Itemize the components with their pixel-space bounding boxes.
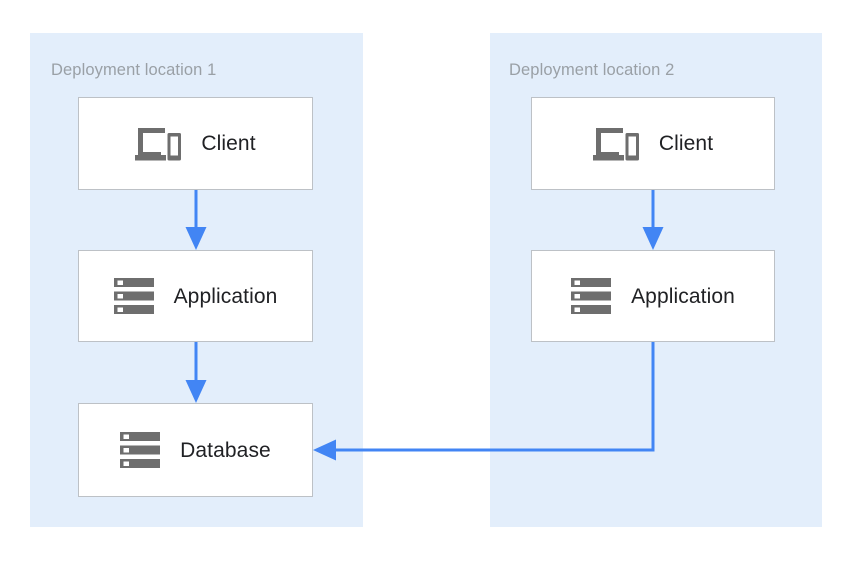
node-client-2[interactable]: Client — [531, 97, 775, 190]
client-devices-icon — [135, 125, 182, 163]
zone-title-deployment-location-1: Deployment location 1 — [51, 61, 217, 79]
node-application-1[interactable]: Application — [78, 250, 313, 342]
server-stack-icon — [120, 431, 161, 469]
node-label-application-2: Application — [631, 284, 735, 308]
server-stack-icon — [571, 277, 612, 315]
node-client-1[interactable]: Client — [78, 97, 313, 190]
node-label-database-1: Database — [180, 438, 271, 462]
node-database-1[interactable]: Database — [78, 403, 313, 497]
client-devices-icon — [592, 125, 639, 163]
node-application-2[interactable]: Application — [531, 250, 775, 342]
node-label-client-1: Client — [201, 132, 256, 155]
node-label-client-2: Client — [658, 132, 714, 155]
node-label-application-1: Application — [173, 284, 278, 308]
zone-title-deployment-location-2: Deployment location 2 — [509, 61, 675, 79]
server-stack-icon — [113, 277, 154, 315]
